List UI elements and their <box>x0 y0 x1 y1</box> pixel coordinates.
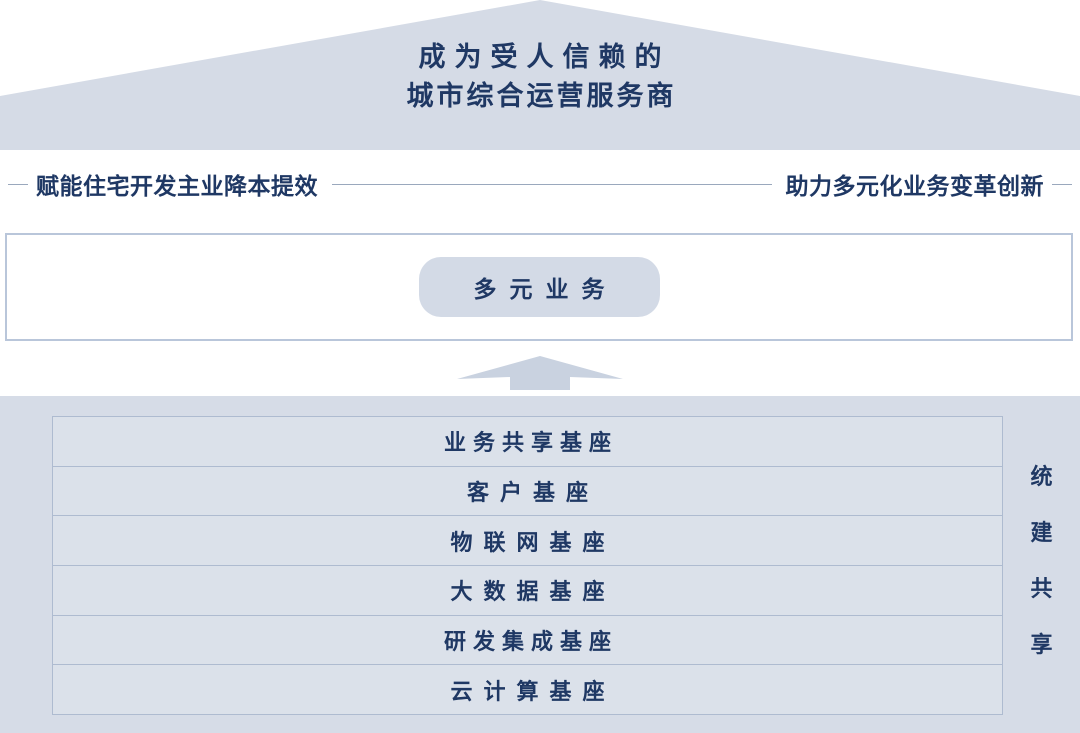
vision-title-line-1: 成为受人信赖的 <box>418 42 671 72</box>
foundation-row[interactable]: 业务共享基座 <box>52 416 1003 466</box>
foundation-row-label: 研发集成基座 <box>443 629 618 655</box>
foundation-row-label: 云计算基座 <box>450 678 616 704</box>
roof-title-block: 成为受人信赖的 城市综合运营服务商 <box>0 0 1080 150</box>
foundation-row-list: 业务共享基座 客户基座 物联网基座 大数据基座 研发集成基座 云计算基座 <box>52 416 1003 716</box>
foundation-row[interactable]: 研发集成基座 <box>52 614 1003 665</box>
side-label-char: 统 <box>1030 463 1053 489</box>
roof-shape <box>0 0 1080 150</box>
rule-middle <box>332 183 772 185</box>
rule-right-cap <box>1052 183 1072 185</box>
roof-section: 成为受人信赖的 城市综合运营服务商 <box>0 0 1080 150</box>
rule-left-cap <box>8 183 28 185</box>
foundation-row-label: 客户基座 <box>466 480 599 505</box>
vision-title-line-2: 城市综合运营服务商 <box>406 81 677 112</box>
slogan-band: 赋能住宅开发主业降本提效 助力多元化业务变革创新 <box>0 158 1080 210</box>
foundation-row-label: 大数据基座 <box>450 579 616 605</box>
foundation-panel: 业务共享基座 客户基座 物联网基座 大数据基座 研发集成基座 云计算基座 统 建… <box>0 396 1080 733</box>
side-label-char: 建 <box>1030 519 1053 545</box>
side-label-char: 共 <box>1030 575 1053 601</box>
foundation-row[interactable]: 物联网基座 <box>52 515 1003 566</box>
slogan-right: 助力多元化业务变革创新 <box>785 173 1044 199</box>
foundation-row[interactable]: 客户基座 <box>52 465 1003 516</box>
vertical-side-label: 统 建 共 享 <box>1003 396 1080 733</box>
foundation-row-label: 物联网基座 <box>450 529 616 555</box>
foundation-row[interactable]: 大数据基座 <box>52 565 1003 615</box>
slogan-left: 赋能住宅开发主业降本提效 <box>36 173 318 199</box>
side-label-char: 享 <box>1030 631 1053 657</box>
arrow-up-icon <box>455 352 625 392</box>
diversified-business-pill[interactable]: 多元业务 <box>418 257 660 317</box>
foundation-row[interactable]: 云计算基座 <box>52 664 1003 716</box>
foundation-row-label: 业务共享基座 <box>443 430 618 456</box>
diversified-business-box: 多元业务 <box>5 233 1073 341</box>
